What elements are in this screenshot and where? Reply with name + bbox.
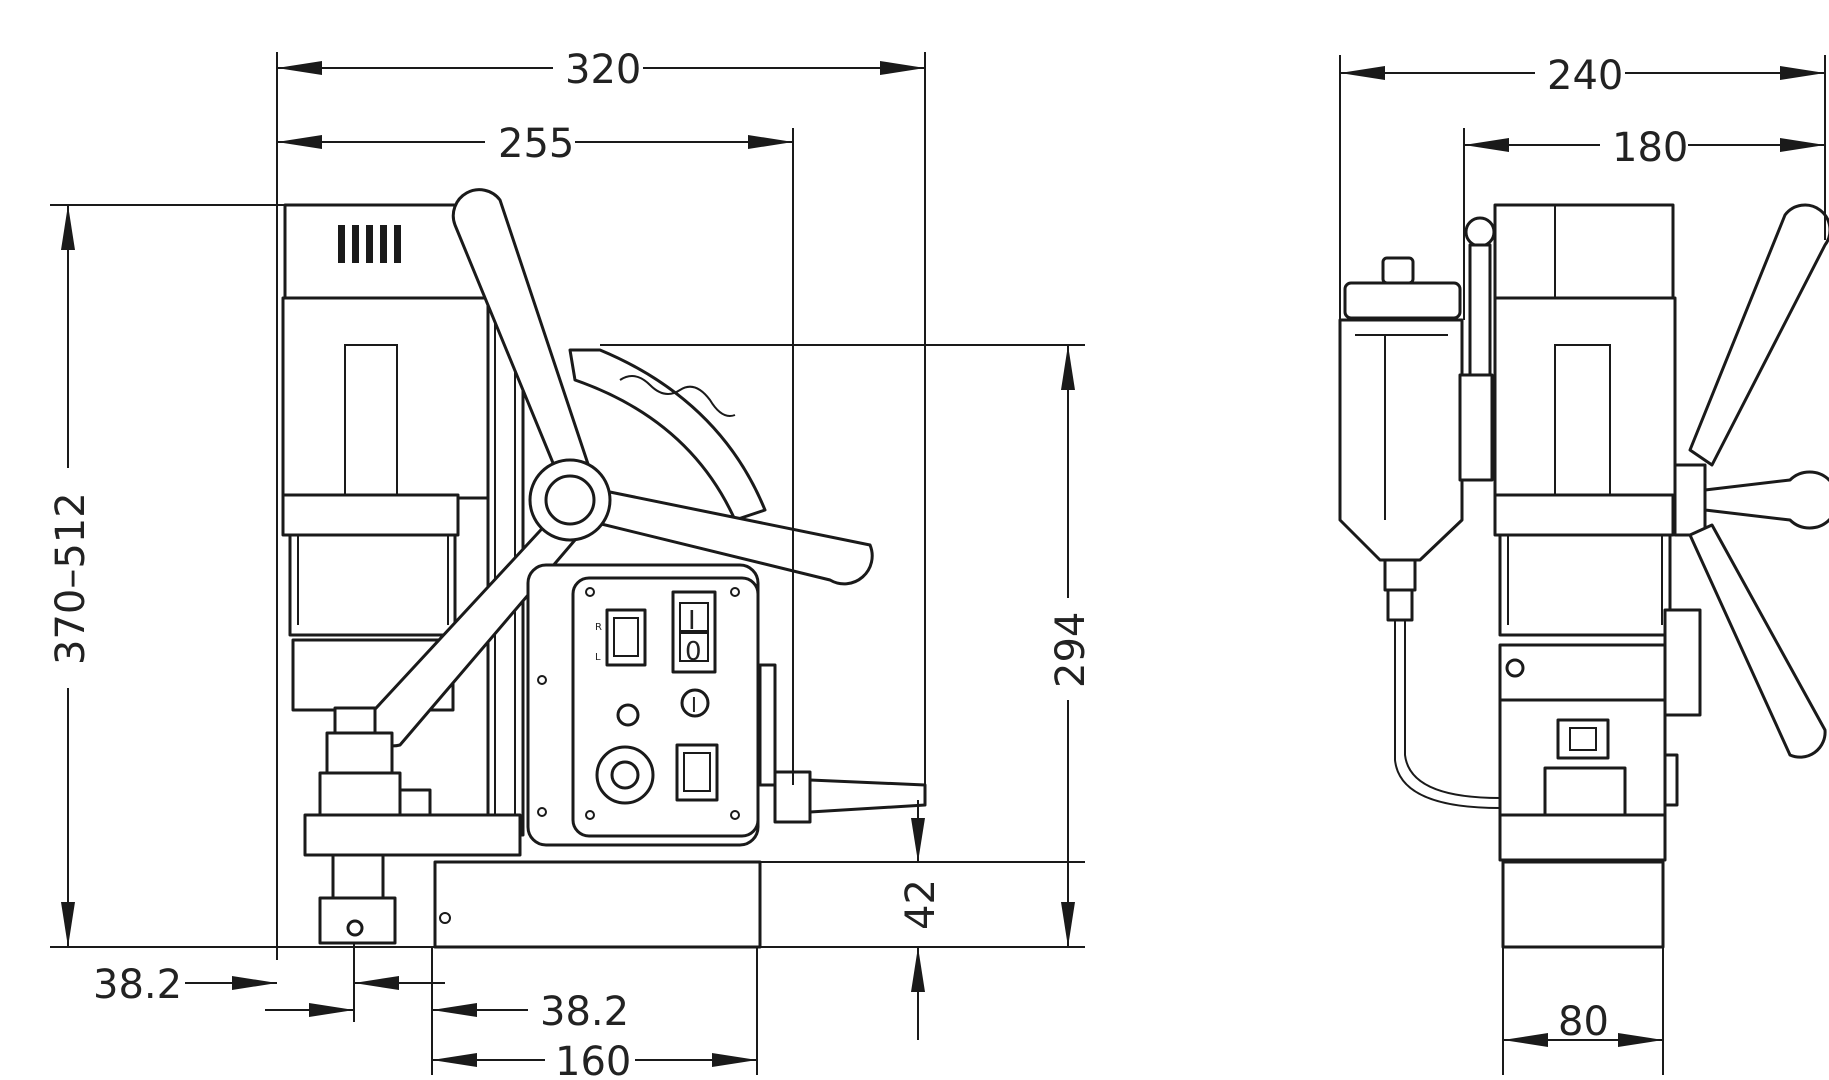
- dim-side-frame-width: 180: [1612, 125, 1688, 171]
- magnet-indicator-label: I: [691, 693, 697, 717]
- magnet-base: [433, 860, 762, 949]
- arbor: [303, 706, 522, 945]
- feed-rack: [568, 348, 767, 522]
- feed-handles: [363, 188, 874, 748]
- dim-arbor-offset-left: 38.2: [93, 962, 182, 1008]
- side-dimensions: 240 180 80: [1339, 53, 1826, 1075]
- dim-base-length: 160: [555, 1039, 631, 1080]
- dim-arbor-offset-right: 38.2: [540, 989, 629, 1035]
- side-magnet-base: [1501, 753, 1679, 949]
- control-box: R L I 0 I: [526, 563, 760, 847]
- side-lever: [1458, 216, 1496, 482]
- front-dimensions: 320 255 370–512 294 42: [48, 47, 1094, 1080]
- vent-slots: [338, 225, 401, 263]
- dim-motor-width: 255: [498, 121, 574, 167]
- direction-label-r: R: [595, 622, 602, 633]
- direction-label-l: L: [595, 652, 601, 663]
- front-view: R L I 0 I: [48, 47, 1094, 1080]
- coolant-bottle: [1338, 256, 1545, 809]
- dim-stroke-height: 294: [1048, 612, 1094, 688]
- magnet-indicator: [680, 688, 710, 718]
- indicator-lamp: [616, 703, 640, 727]
- cable-gland: [758, 663, 927, 824]
- motor-switch-on-label: I: [688, 606, 696, 636]
- dim-overall-width: 320: [565, 47, 641, 93]
- side-handles: [1673, 203, 1829, 759]
- dim-side-base-width: 80: [1558, 999, 1609, 1045]
- dim-side-overall-width: 240: [1547, 53, 1623, 99]
- side-motor: [1493, 203, 1702, 717]
- dim-base-height: 42: [898, 879, 944, 930]
- side-view: 240 180 80: [1338, 53, 1829, 1075]
- motor-switch-off-label: 0: [685, 637, 702, 667]
- dim-height-range: 370–512: [48, 492, 94, 665]
